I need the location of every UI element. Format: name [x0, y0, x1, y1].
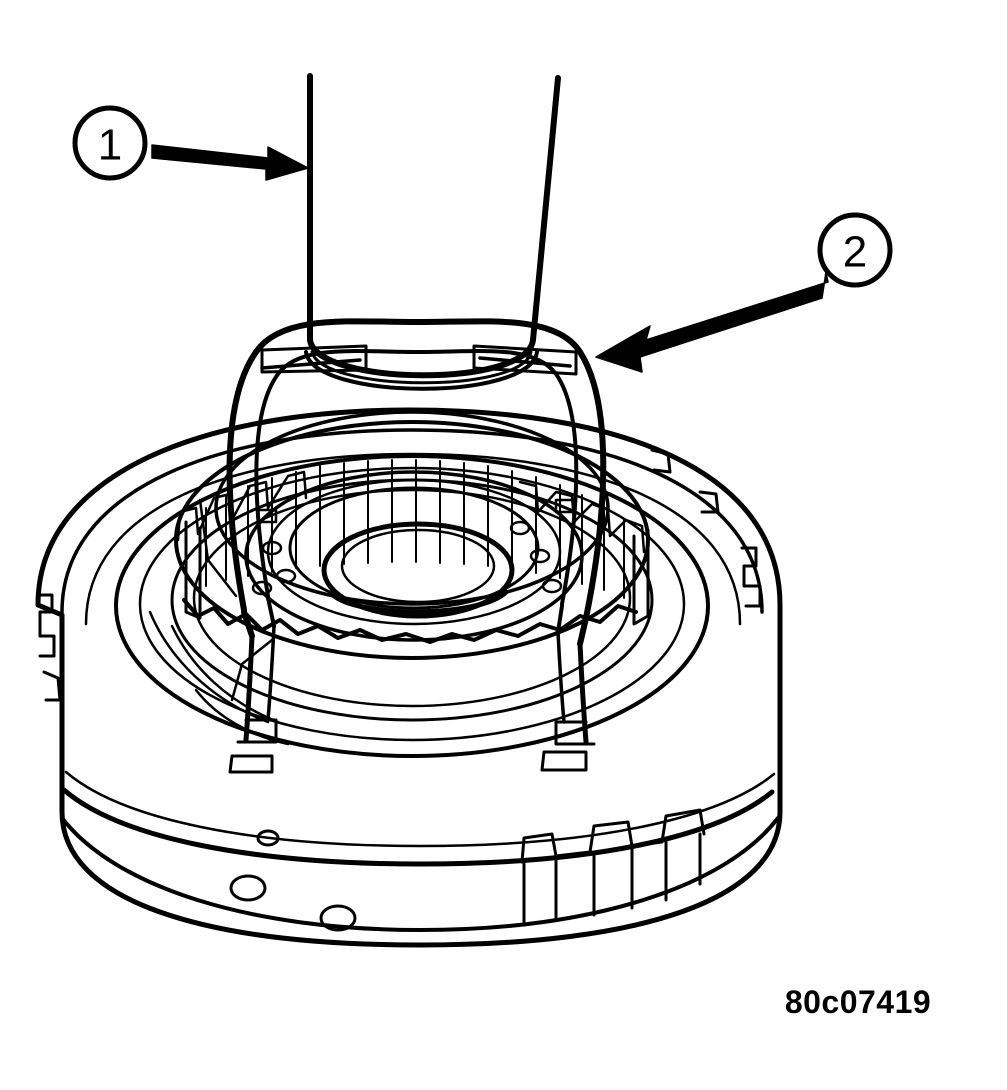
callout-1-label: 1	[98, 121, 122, 170]
callout-2-circle[interactable]	[817, 212, 893, 288]
callout-2-label: 2	[843, 228, 867, 277]
callout-2[interactable]: 2	[595, 212, 893, 373]
drum-internal-webs	[148, 498, 290, 746]
callout-2-arrow	[595, 271, 829, 373]
callout-1-circle[interactable]	[72, 105, 148, 181]
drum-rim-notch-right	[650, 448, 762, 608]
callout-1[interactable]: 1	[72, 105, 309, 181]
callout-1-arrow	[151, 144, 309, 181]
drum-vent-holes	[229, 829, 357, 932]
drum-rim-notch-left	[36, 593, 62, 702]
spring-compressor-yoke	[226, 318, 607, 774]
center-bore	[244, 470, 584, 642]
figure-id: 80c07419	[785, 984, 931, 1020]
clutch-drum-assembly	[35, 73, 783, 948]
tool-shaft	[304, 73, 561, 391]
drum-skirt-notches	[520, 808, 706, 924]
